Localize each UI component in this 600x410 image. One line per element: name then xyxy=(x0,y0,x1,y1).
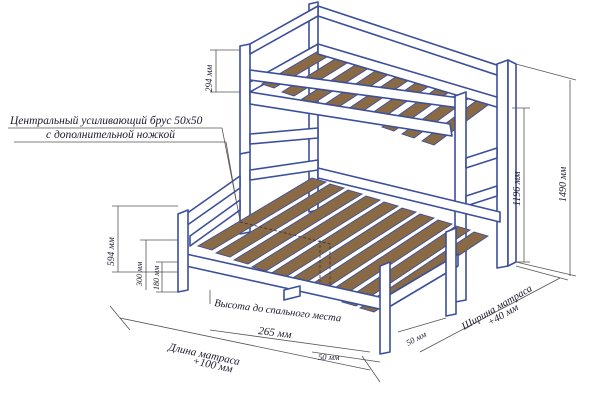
label-1490mm: 1490 мм xyxy=(558,166,569,202)
label-1196mm: 1196 мм xyxy=(512,171,523,206)
ladder-rungs xyxy=(465,147,498,207)
label-300mm: 300 мм xyxy=(135,262,144,287)
callout-line-2: с дополнительной ножкой xyxy=(46,128,175,141)
lower-bed xyxy=(177,127,501,355)
label-width: Ширина матраса xyxy=(459,283,534,333)
callout-line-1: Центральный усиливающий брус 50х50 xyxy=(9,114,203,127)
label-50mm-side: 50 мм xyxy=(404,329,428,348)
label-594mm: 594 мм xyxy=(107,237,117,266)
label-180mm: 180 мм xyxy=(152,266,161,290)
label-sleep-height: Высота до спального места xyxy=(214,298,342,324)
label-294mm: 294 мм xyxy=(204,65,214,92)
value-sleep-height: 265 мм xyxy=(258,325,293,341)
dimension-lines xyxy=(8,49,577,383)
label-50mm-front: 50 мм xyxy=(318,352,340,362)
upper-bed xyxy=(239,1,517,303)
